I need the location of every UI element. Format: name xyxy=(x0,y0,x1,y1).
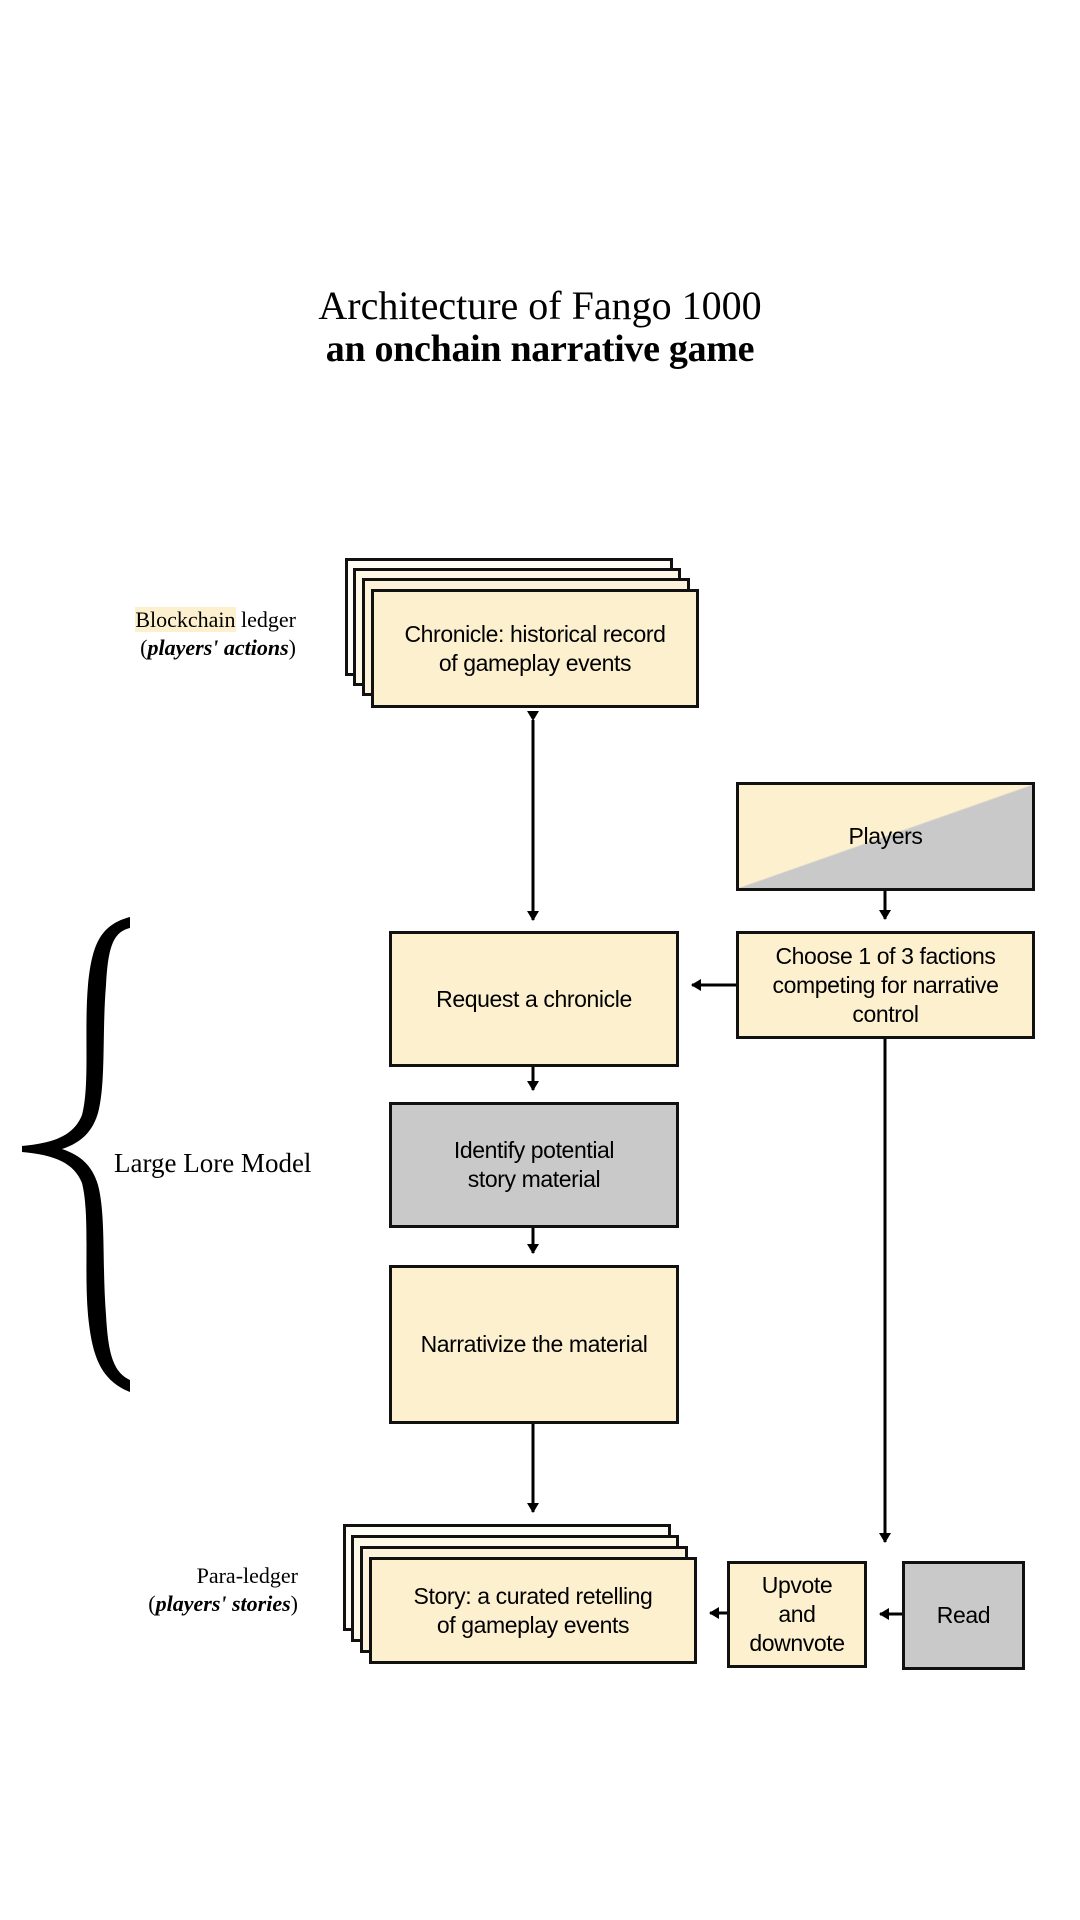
players-node[interactable]: Players xyxy=(736,782,1035,891)
ledger-text: ledger xyxy=(235,607,296,632)
request-chronicle-node[interactable]: Request a chronicle xyxy=(389,931,679,1067)
chronicle-line-2: of gameplay events xyxy=(438,649,632,676)
large-lore-model-label: Large Lore Model xyxy=(114,1148,312,1178)
narrativize-label: Narrativize the material xyxy=(420,1331,648,1357)
choose-faction-line-2: competing for narrative xyxy=(772,971,999,998)
players-label: Players xyxy=(848,823,923,849)
identify-line-1: Identify potential xyxy=(453,1137,615,1163)
narrativize-node[interactable]: Narrativize the material xyxy=(389,1265,679,1424)
story-line-2: of gameplay events xyxy=(436,1611,630,1638)
chronicle-node[interactable]: Chronicle: historical record of gameplay… xyxy=(371,589,699,708)
blockchain-ledger-label: Blockchain ledger (players' actions) xyxy=(135,607,296,660)
chronicle-line-1: Chronicle: historical record xyxy=(404,620,666,647)
request-chronicle-label: Request a chronicle xyxy=(436,985,632,1012)
upvote-line-3: downvote xyxy=(749,1630,845,1656)
story-node[interactable]: Story: a curated retelling of gameplay e… xyxy=(369,1557,697,1664)
para-ledger-title: Para-ledger xyxy=(196,1563,298,1588)
story-line-1: Story: a curated retelling xyxy=(413,1582,653,1609)
read-label: Read xyxy=(936,1602,991,1628)
identify-line-2: story material xyxy=(467,1166,601,1192)
para-ledger-label: Para-ledger (players' stories) xyxy=(90,1562,298,1618)
blockchain-ledger-subtitle: players' actions xyxy=(147,635,289,660)
diagram-subtitle: an onchain narrative game xyxy=(325,328,755,370)
read-node[interactable]: Read xyxy=(902,1561,1025,1670)
choose-faction-line-1: Choose 1 of 3 factions xyxy=(775,942,996,969)
upvote-downvote-node[interactable]: Upvote and downvote xyxy=(727,1561,867,1668)
para-ledger-subtitle: players' stories xyxy=(155,1591,291,1616)
upvote-line-2: and xyxy=(778,1601,816,1627)
blockchain-highlight: Blockchain xyxy=(135,607,236,632)
identify-material-node[interactable]: Identify potential story material xyxy=(389,1102,679,1228)
choose-faction-node[interactable]: Choose 1 of 3 factions competing for nar… xyxy=(736,931,1035,1039)
choose-faction-line-3: control xyxy=(852,1000,919,1027)
diagram-title: Architecture of Fango 1000 xyxy=(318,283,762,328)
upvote-line-1: Upvote xyxy=(761,1572,833,1598)
